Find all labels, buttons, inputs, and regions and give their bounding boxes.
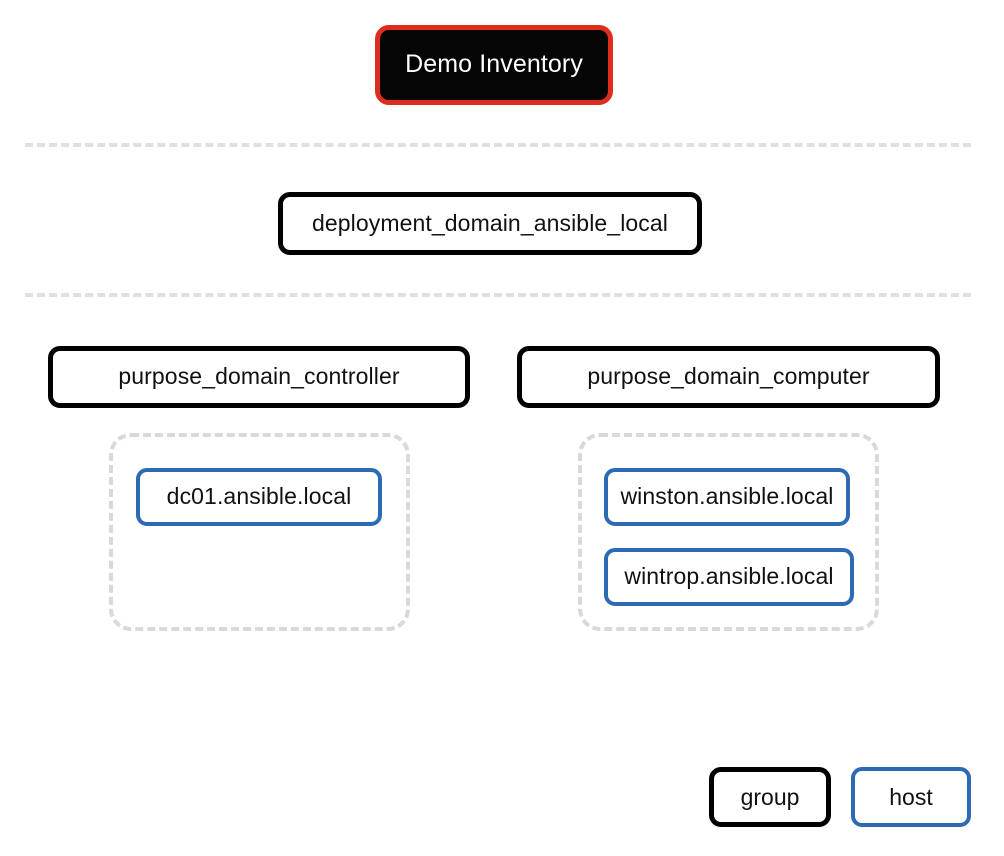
node-label: purpose_domain_controller: [118, 363, 400, 390]
node-host-winston-ansible-local[interactable]: winston.ansible.local: [604, 468, 850, 526]
legend-item-host: host: [851, 767, 971, 827]
node-host-wintrop-ansible-local[interactable]: wintrop.ansible.local: [604, 548, 854, 606]
legend-item-group: group: [709, 767, 831, 827]
node-purpose-domain-controller[interactable]: purpose_domain_controller: [48, 346, 470, 408]
node-label: Demo Inventory: [405, 50, 583, 79]
node-label: dc01.ansible.local: [166, 483, 352, 510]
legend-label: host: [889, 783, 933, 810]
node-label: purpose_domain_computer: [587, 363, 870, 390]
node-deployment-domain-ansible-local[interactable]: deployment_domain_ansible_local: [278, 192, 702, 255]
node-demo-inventory[interactable]: Demo Inventory: [375, 25, 613, 105]
host-container-purpose-domain-computer: [578, 433, 879, 631]
node-host-dc01-ansible-local[interactable]: dc01.ansible.local: [136, 468, 382, 526]
node-label: deployment_domain_ansible_local: [311, 209, 668, 236]
host-container-purpose-domain-controller: [109, 433, 410, 631]
node-label: wintrop.ansible.local: [624, 563, 834, 590]
node-label: winston.ansible.local: [620, 483, 834, 510]
legend-label: group: [740, 783, 800, 810]
separator-level-1-2: [25, 293, 971, 297]
node-purpose-domain-computer[interactable]: purpose_domain_computer: [517, 346, 940, 408]
separator-level-0-1: [25, 143, 971, 147]
